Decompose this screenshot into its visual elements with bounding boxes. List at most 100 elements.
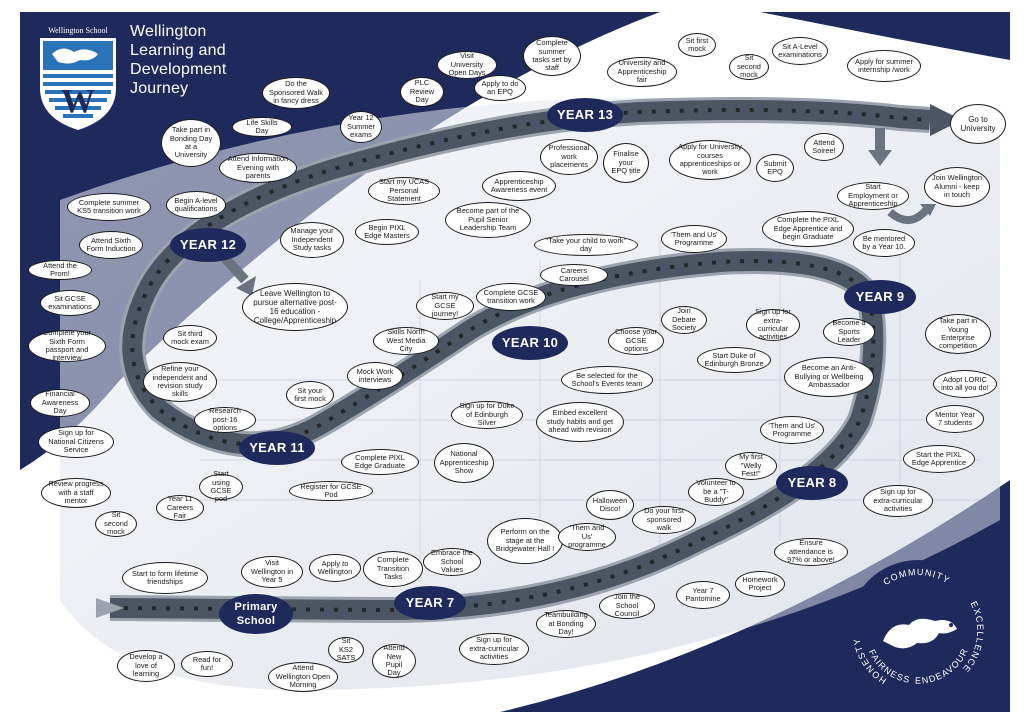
road-arrow-end (930, 104, 962, 136)
milestone-bubble: Apply for summer internship /work (847, 50, 921, 82)
milestone-bubble: 'Them and Us' Programme (661, 225, 727, 253)
milestone-bubble: University and Apprenticeship fair (607, 57, 677, 87)
milestone-bubble: Complete summer KS5 transition work (67, 193, 151, 221)
milestone-bubble: Start the PIXL Edge Apprentice (903, 445, 975, 473)
milestone-bubble: Join Wellington Alumni - keep in touch (924, 167, 990, 207)
milestone-bubble: Attend Wellington Open Morning (268, 662, 338, 692)
milestone-bubble: Develop a love of learning (117, 650, 175, 682)
milestone-bubble: Year 11 Careers Fair (156, 495, 204, 521)
milestone-bubble: Leave Wellington to pursue alternative p… (242, 283, 348, 331)
milestone-bubble: Join Debate Society (661, 306, 707, 334)
title-line: Wellington (130, 23, 207, 40)
milestone-bubble: Complete your Sixth Form passport and in… (28, 328, 106, 362)
stage-year-7: YEAR 7 (394, 586, 466, 620)
milestone-bubble: Review progress with a staff mentor (41, 478, 111, 508)
milestone-bubble: Year 12 Summer exams (340, 111, 382, 143)
stage-year-8: YEAR 8 (776, 466, 848, 500)
milestone-bubble: Register for GCSE Pod (289, 481, 373, 501)
milestone-bubble: Begin A-level qualifications (166, 191, 226, 219)
milestone-bubble: Start Duke of Edinburgh Bronze (697, 347, 771, 373)
milestone-bubble: Perform on the stage at the Bridgewater … (487, 518, 563, 564)
milestone-bubble: Sign up for National Citizens Service (38, 426, 114, 458)
top-right-corner (760, 12, 1010, 60)
milestone-bubble: Attend Information Evening with parents (219, 153, 297, 183)
milestone-bubble: Do the Sponsored Walk in fancy dress (262, 77, 330, 109)
milestone-bubble: Sign up for Duke of Edinburgh Silver (451, 401, 523, 429)
logo-school-name: Wellington School (48, 26, 108, 35)
milestone-bubble: Sign up for extra-curricular activities (863, 485, 933, 517)
svg-text:W: W (61, 83, 95, 120)
milestone-bubble: Finalise your EPQ title (603, 143, 649, 183)
milestone-bubble: Start my UCAS Personal Statement (368, 177, 440, 205)
milestone-bubble: Apply for University courses apprentices… (669, 140, 751, 180)
milestone-bubble: Go to University (950, 104, 1006, 144)
milestone-bubble: Mentor Year 7 students (926, 405, 984, 433)
milestone-bubble: Attend Soiree! (804, 133, 844, 161)
milestone-bubble: 'Them and Us' Programme (760, 416, 824, 444)
milestone-bubble: Embrace the School Values (423, 548, 481, 576)
milestone-bubble: Mock Work interviews (347, 362, 403, 390)
milestone-bubble: Financial Awareness Day (30, 389, 90, 417)
milestone-bubble: Careers Carousel (540, 264, 608, 286)
milestone-bubble: Ensure attendance is 97% or above! (774, 538, 848, 566)
milestone-bubble: Apply to do an EPQ (474, 75, 526, 101)
milestone-bubble: Sit second mock (729, 54, 769, 80)
milestone-bubble: Visit Wellington in Year 5 (241, 556, 303, 588)
milestone-bubble: Choose your GCSE options (608, 327, 664, 355)
milestone-bubble: Start my GCSE journey! (416, 292, 474, 320)
milestone-bubble: Attend the Prom! (28, 260, 92, 280)
milestone-bubble: Complete PIXL Edge Graduate (341, 449, 419, 475)
milestone-bubble: Complete Transition Tasks (363, 551, 423, 587)
milestone-bubble: Become a Sports Leader (823, 318, 875, 346)
milestone-bubble: Start to form lifetime friendships (122, 562, 208, 594)
milestone-bubble: Visit University Open Days (437, 51, 497, 79)
milestone-bubble: Sit second mock (95, 511, 137, 537)
milestone-bubble: Do your first sponsored walk (632, 506, 696, 534)
milestone-bubble: PLC Review Day (400, 77, 444, 107)
milestone-bubble: Teambuilding at Bonding Day! (536, 610, 596, 638)
milestone-bubble: Apprenticeship Awareness event (482, 171, 556, 201)
milestone-bubble: Complete summer tasks set by staff (523, 36, 581, 76)
milestone-bubble: Attend New Pupil Day (372, 643, 416, 678)
milestone-bubble: Sit your first mock (286, 381, 334, 409)
title-line: Learning and (130, 42, 226, 59)
milestone-bubble: Be selected for the School's Events team (561, 366, 653, 394)
milestone-bubble: Professional work placements (540, 139, 598, 175)
milestone-bubble: Manage your Independent Study tasks (280, 222, 344, 258)
school-shield-logo: Wellington School W (34, 22, 122, 134)
milestone-bubble: Join the School Council (599, 593, 655, 619)
stage-year-12: YEAR 12 (170, 228, 246, 262)
milestone-bubble: Sit A-Level examinations (772, 37, 828, 65)
milestone-bubble: Adopt LORIC into all you do! (933, 370, 997, 398)
milestone-bubble: Embed excellent study habits and get ahe… (536, 402, 624, 442)
milestone-bubble: Skills North West Media City (373, 327, 439, 355)
milestone-bubble: Sign up for extra-curricular activities (746, 307, 800, 341)
milestone-bubble: Sit KS2 SATS (328, 637, 364, 663)
milestone-bubble: Take part in Young Enterprise competitio… (925, 314, 991, 354)
branch-curve-arrow (920, 204, 936, 216)
milestone-bubble: Begin PIXL Edge Masters (355, 219, 419, 245)
stage-primary: Primary School (219, 594, 293, 634)
stage-year-10: YEAR 10 (492, 326, 568, 360)
stage-year-13: YEAR 13 (547, 98, 623, 132)
milestone-bubble: Sit first mock (678, 33, 716, 57)
branch-leave (221, 254, 249, 284)
milestone-bubble: Sit GCSE examinations (40, 290, 100, 316)
milestone-bubble: Refine your independent and revision stu… (143, 362, 217, 402)
milestone-bubble: National Apprenticeship Show (434, 443, 494, 483)
milestone-bubble: Read for fun! (181, 651, 233, 677)
milestone-bubble: Complete the PIXL Edge Apprentice and be… (762, 211, 854, 247)
road-start (96, 598, 124, 618)
milestone-bubble: Take part in Bonding Day at a University (161, 119, 221, 167)
milestone-bubble: Start Employment or Apprenticeship (837, 182, 909, 210)
milestone-bubble: Volunteer to be a "T-Buddy" (688, 478, 744, 506)
title-line: Development (130, 61, 227, 78)
milestone-bubble: Sit third mock exam (163, 325, 217, 351)
milestone-bubble: Research post-16 options (194, 407, 256, 433)
milestone-bubble: Start using GCSE pod (199, 469, 243, 503)
milestone-bubble: Life Skills Day (232, 117, 292, 137)
milestone-bubble: Become an Anti-Bullying or Wellbeing Amb… (784, 357, 874, 397)
stage-year-9: YEAR 9 (844, 280, 916, 314)
milestone-bubble: Halloween Disco! (586, 490, 634, 520)
